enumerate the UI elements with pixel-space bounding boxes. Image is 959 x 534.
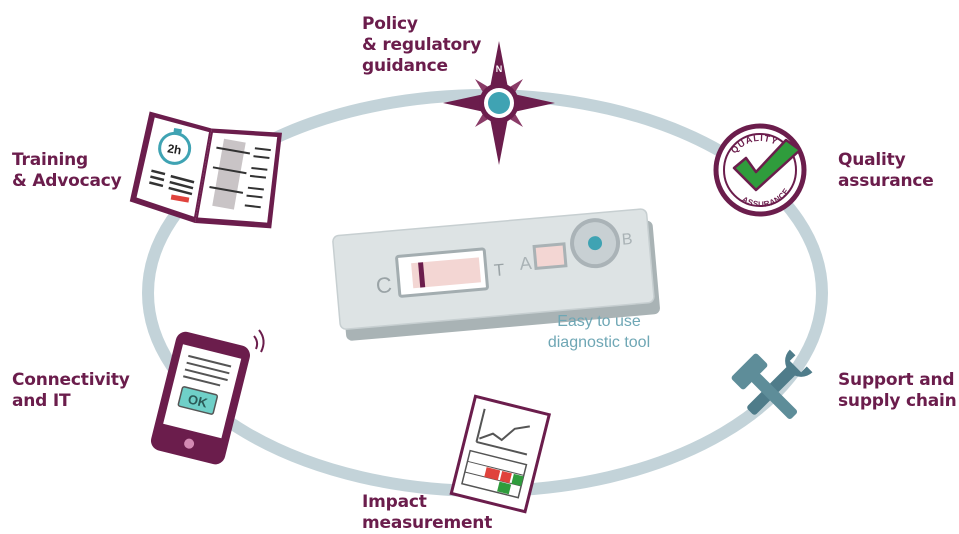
device-letter-c: C: [375, 272, 393, 298]
phone-screen-text: OK: [186, 391, 209, 410]
device-letter-b: B: [621, 231, 633, 249]
label-support-line1: Support and: [838, 370, 955, 390]
center-caption-line2: diagnostic tool: [547, 334, 651, 351]
signal-waves-icon: [253, 329, 265, 353]
label-support: Support and supply chain: [838, 370, 957, 412]
label-impact: Impact measurement: [362, 492, 492, 534]
label-connectivity-line1: Connectivity: [12, 370, 130, 390]
label-training: Training & Advocacy: [12, 150, 122, 192]
timer-circle: [158, 131, 192, 165]
label-quality-line2: assurance: [838, 171, 934, 191]
label-quality: Quality assurance: [838, 150, 934, 192]
label-quality-line1: Quality: [838, 150, 906, 170]
highlight-bar: [170, 194, 190, 203]
label-support-line2: supply chain: [838, 391, 957, 411]
center-caption: Easy to use diagnostic tool: [519, 311, 679, 353]
report-trend-line: [479, 425, 530, 442]
report-chart-icon: [449, 394, 552, 514]
diagnostic-test-device: C T A B: [332, 208, 660, 341]
center-caption-line1: Easy to use: [557, 313, 641, 330]
label-training-line2: & Advocacy: [12, 171, 122, 191]
label-connectivity-line2: and IT: [12, 391, 71, 411]
label-connectivity: Connectivity and IT: [12, 370, 130, 412]
device-letter-a: A: [519, 253, 533, 274]
label-policy-line2: & regulatory: [362, 35, 482, 55]
ok-badge: [177, 386, 219, 415]
smartphone-icon: OK: [150, 331, 250, 465]
control-line: [418, 262, 426, 288]
checkmark-icon: [732, 138, 802, 192]
tools-icon: [731, 349, 813, 420]
label-training-line1: Training: [12, 150, 89, 170]
quality-assurance-seal-icon: QUALITY ASSURANCE: [713, 123, 807, 217]
sample-pad: [532, 242, 568, 271]
device-letter-t: T: [493, 260, 505, 280]
label-policy-line1: Policy: [362, 14, 418, 34]
compass-icon: N: [443, 41, 555, 165]
compass-north-mark: N: [496, 64, 503, 74]
label-policy-line3: guidance: [362, 56, 448, 76]
manual-book-icon: 2h: [129, 111, 282, 229]
label-policy: Policy & regulatory guidance: [362, 14, 481, 77]
label-impact-line1: Impact: [362, 492, 427, 512]
timer-text: 2h: [166, 141, 182, 157]
label-impact-line2: measurement: [362, 513, 493, 533]
